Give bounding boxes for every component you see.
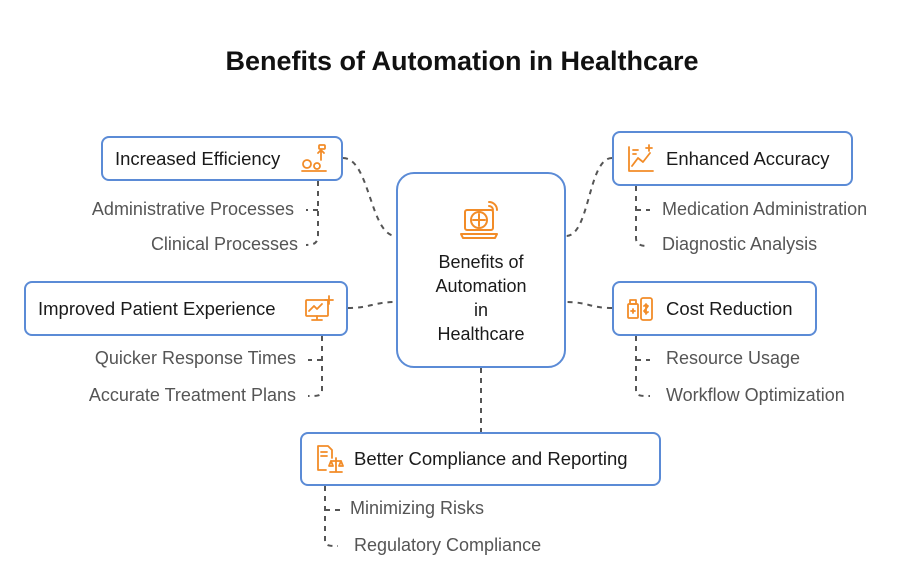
document-scales-icon [317,445,344,473]
node-improved-patient-experience[interactable]: Improved Patient Experience [24,281,348,336]
connector-accuracy-subs [635,186,649,247]
connector-accuracy [565,157,613,237]
connector-patient [347,301,397,309]
center-label: Benefits of Automation in Healthcare [435,252,527,344]
connector-cost [565,301,613,309]
node-increased-efficiency[interactable]: Increased Efficiency [101,136,343,181]
sub-administrative-processes: Administrative Processes [91,199,294,219]
page-title: Benefits of Automation in Healthcare [225,46,699,76]
sub-accurate-treatment-plans: Accurate Treatment Plans [88,385,296,405]
center-node[interactable]: Benefits of Automation in Healthcare [396,172,566,368]
node-label: Cost Reduction [666,297,793,319]
node-label: Improved Patient Experience [38,297,276,319]
connector-patient-subs [307,336,323,397]
sub-diagnostic-analysis: Diagnostic Analysis [662,234,818,254]
sub-quicker-response-times: Quicker Response Times [94,348,296,368]
connector-efficiency [342,157,397,237]
chart-target-icon [628,143,654,172]
sub-regulatory-compliance: Regulatory Compliance [354,535,542,555]
connector-compliance-subs [324,486,339,547]
node-cost-reduction[interactable]: Cost Reduction [612,281,817,336]
node-enhanced-accuracy[interactable]: Enhanced Accuracy [612,131,853,186]
connector-efficiency-subs [305,181,319,246]
pharmacy-phone-icon [627,296,653,321]
sub-clinical-processes: Clinical Processes [150,234,298,254]
gears-growth-icon [301,143,327,172]
node-label: Increased Efficiency [115,147,281,169]
sub-minimizing-risks: Minimizing Risks [350,498,485,518]
node-label: Better Compliance and Reporting [354,448,628,469]
sub-resource-usage: Resource Usage [666,348,801,368]
sub-medication-administration: Medication Administration [662,199,868,219]
medical-monitor-icon [305,294,334,321]
sub-workflow-optimization: Workflow Optimization [666,385,845,405]
connector-cost-subs [635,336,651,397]
node-better-compliance-reporting[interactable]: Better Compliance and Reporting [300,432,661,486]
laptop-medical-wifi-icon [460,201,498,239]
node-label: Enhanced Accuracy [666,147,830,169]
